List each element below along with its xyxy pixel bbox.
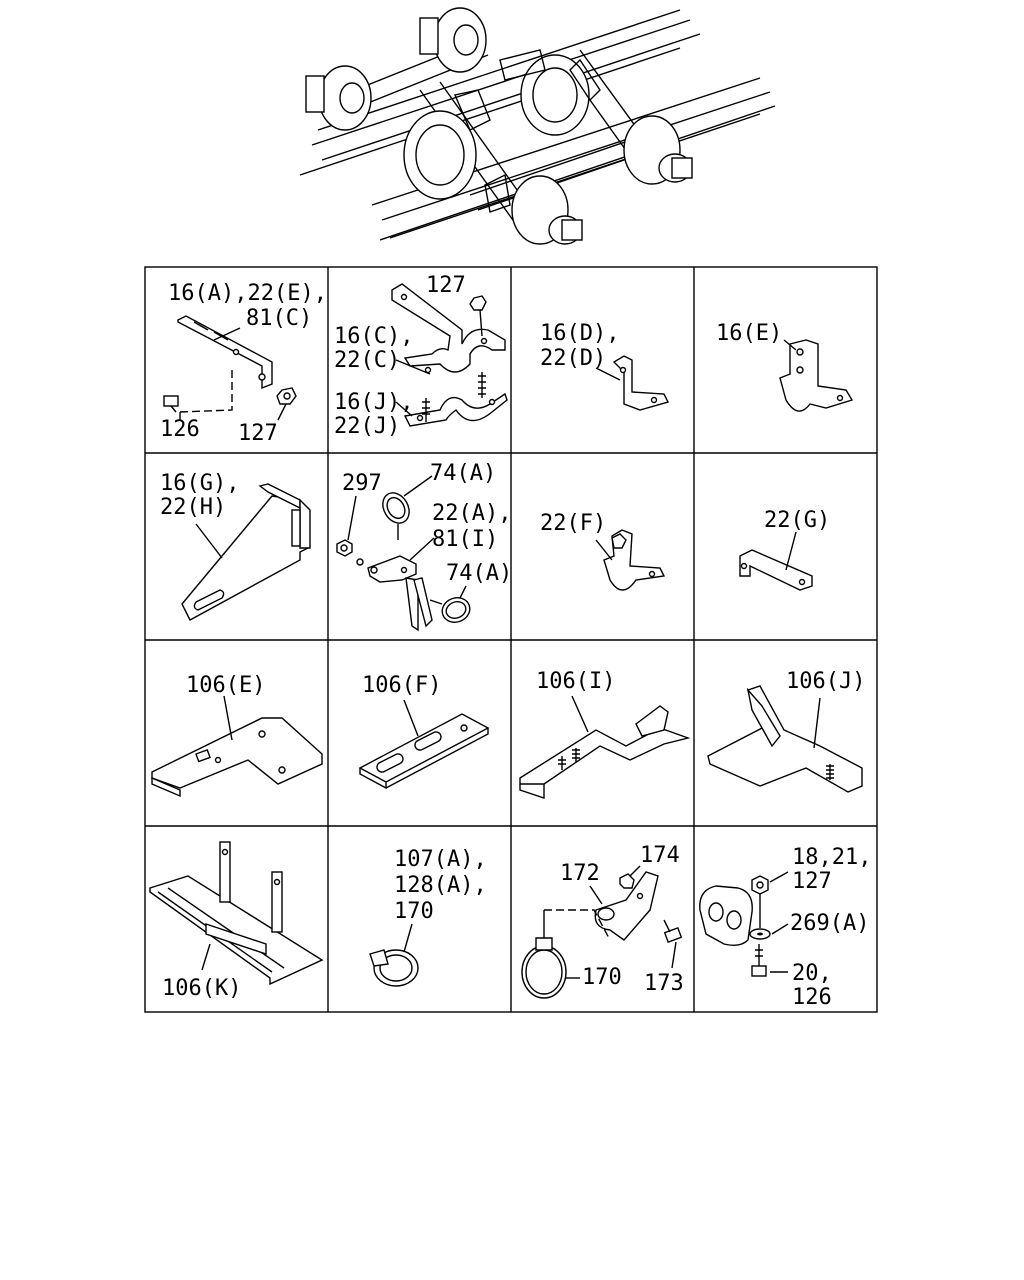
callout-label: 16(C),	[334, 324, 413, 349]
callout-label: 172	[560, 861, 600, 886]
nut-icon	[619, 873, 635, 889]
callout-label: 106(J)	[786, 669, 865, 694]
nut-icon	[336, 539, 353, 557]
slotted-plate-icon	[358, 713, 490, 790]
callout-label: 269(A)	[790, 911, 869, 936]
callout-label: 126	[792, 985, 832, 1010]
wheel-hub-icon	[511, 175, 583, 245]
cell-r4c4: 18,21, 127 269(A) 20, 126	[699, 845, 871, 1010]
l-bracket-icon	[612, 355, 670, 411]
washer-icon	[749, 928, 771, 940]
callout-label: 16(G),	[160, 471, 239, 496]
callout-label: 107(A),	[394, 847, 487, 872]
mounting-bracket-icon	[356, 555, 433, 632]
callout-label: 16(A),22(E),	[168, 281, 327, 306]
callout-label: 174	[640, 843, 680, 868]
callout-label: 16(D),	[540, 321, 619, 346]
cell-r1c1: 16(A),22(E), 81(C) 126 127	[160, 281, 327, 446]
parts-grid	[144, 266, 878, 1013]
callout-label: 81(C)	[246, 306, 312, 331]
saddle-bracket-icon	[779, 339, 854, 412]
callout-label: 22(D)	[540, 346, 606, 371]
bracket-icon	[177, 315, 273, 390]
cell-r2c1: 16(G), 22(H)	[160, 471, 311, 621]
wheel-hub-icon	[419, 7, 487, 73]
p-clamp-icon	[603, 529, 666, 591]
cell-r3c3: 106(I)	[519, 669, 691, 799]
callout-label: 297	[342, 471, 382, 496]
nut-icon	[751, 875, 769, 895]
callout-label: 106(E)	[186, 673, 265, 698]
callout-label: 74(A)	[446, 561, 512, 586]
stud-bolt-icon	[558, 748, 580, 770]
cell-r2c4: 22(G)	[739, 508, 830, 591]
callout-label: 18,21,	[792, 845, 871, 870]
cell-r4c1: 106(K)	[149, 841, 324, 1001]
plate-bracket-icon	[181, 483, 311, 621]
callout-label: 81(I)	[432, 527, 498, 552]
nut-icon	[469, 295, 487, 311]
band-clamp-icon	[369, 949, 419, 987]
callout-label: 128(A),	[394, 873, 487, 898]
axle-overview-drawing	[299, 7, 776, 245]
cell-r4c2: 107(A), 128(A), 170	[369, 847, 487, 987]
angle-bracket-icon	[739, 549, 813, 591]
cell-r3c2: 106(F)	[358, 673, 490, 790]
cell-r3c1: 106(E)	[151, 673, 323, 798]
offset-bracket-icon	[519, 705, 691, 799]
callout-label: 20,	[792, 961, 832, 986]
cell-r2c2: 297 74(A) 22(A), 81(I) 74(A)	[336, 461, 512, 632]
bolt-icon	[663, 919, 683, 943]
callout-label: 22(C)	[334, 348, 400, 373]
callout-label: 22(G)	[764, 508, 830, 533]
clamp-lower-icon	[403, 392, 508, 427]
callout-label: 170	[582, 965, 622, 990]
offset-plate-icon	[707, 685, 863, 793]
callout-label: 170	[394, 899, 434, 924]
rubber-mount-icon	[699, 885, 753, 947]
cell-r1c3: 16(D), 22(D)	[540, 321, 670, 411]
callout-label: 22(A),	[432, 501, 511, 526]
stud-bolt-icon	[422, 372, 486, 422]
callout-label: 74(A)	[430, 461, 496, 486]
callout-label: 16(E)	[716, 321, 782, 346]
callout-label: 22(H)	[160, 495, 226, 520]
bolt-icon	[163, 366, 233, 413]
cell-r1c4: 16(E)	[716, 321, 854, 412]
shield-plate-icon	[149, 841, 324, 986]
clamp-bracket-icon	[594, 871, 659, 941]
callout-label: 22(J)	[334, 414, 400, 439]
cell-r3c4: 106(J)	[707, 669, 865, 793]
cell-r4c3: 172 174 170 173	[521, 843, 684, 999]
callout-label: 126	[160, 417, 200, 442]
cell-r2c3: 22(F)	[540, 511, 666, 591]
nut-icon	[276, 387, 297, 405]
callout-label: 173	[644, 971, 684, 996]
wheel-hub-icon	[623, 115, 693, 185]
cell-r1c2: 127 16(C), 22(C) 16(J), 22(J)	[334, 273, 508, 439]
hose-clamp-icon	[429, 597, 471, 623]
callout-label: 22(F)	[540, 511, 606, 536]
callout-label: 16(J),	[334, 390, 413, 415]
band-clamp-icon	[521, 910, 567, 999]
mounting-plate-icon	[151, 717, 323, 798]
callout-label: 127	[238, 421, 278, 446]
callout-label: 106(I)	[536, 669, 615, 694]
callout-label: 106(F)	[362, 673, 441, 698]
stud-bolt-icon	[826, 764, 834, 780]
clamp-bracket-icon	[391, 283, 506, 374]
bolt-icon	[751, 944, 767, 977]
callout-label: 127	[792, 869, 832, 894]
callout-label: 106(K)	[162, 976, 241, 1001]
wheel-hub-icon	[305, 65, 372, 131]
hose-clamp-icon	[382, 492, 410, 540]
callout-label: 127	[426, 273, 466, 298]
